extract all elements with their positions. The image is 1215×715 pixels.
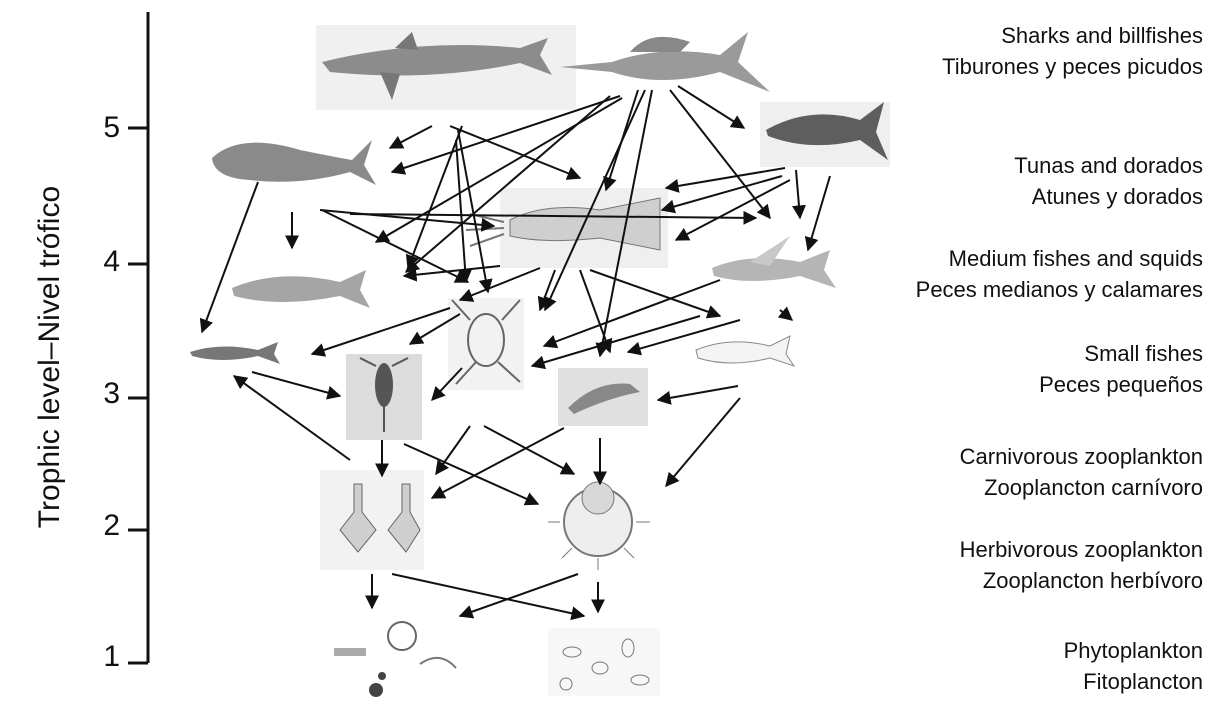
diatoms-right-illustration [548,628,660,696]
diatoms-left-illustration [334,622,456,697]
flying-fish-illustration [712,236,836,288]
marlin-illustration [560,32,770,92]
copepod-illustration [346,354,422,440]
squid-illustration [466,188,668,268]
tuna-illustration [760,102,890,167]
shrimp-illustration [558,368,648,426]
dinoflagellate-illustration [320,470,424,570]
radiolarian-illustration [548,482,650,570]
shark-illustration [316,25,576,110]
mackerel-illustration [232,270,370,308]
y-axis [128,12,148,663]
lanternfish-illustration [696,336,794,366]
small-fish-illustration [190,342,280,364]
crab-larva-illustration [448,298,524,390]
dorado-illustration [212,140,376,185]
